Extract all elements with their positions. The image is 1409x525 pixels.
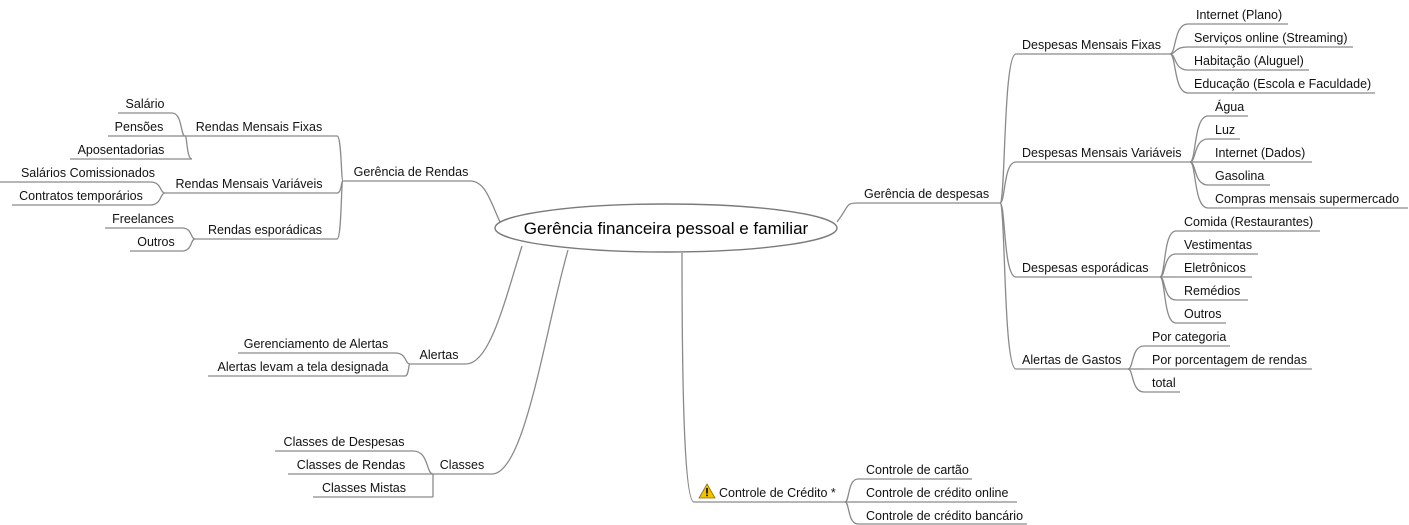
branch-alertas: Alertas Gerenciamento de Alertas Alertas… (218, 337, 459, 374)
topic-vestimentas[interactable]: Vestimentas (1184, 238, 1252, 252)
topic-controle-credito[interactable]: Controle de Crédito * (719, 486, 836, 500)
topic-controle-credito-bancario[interactable]: Controle de crédito bancário (866, 509, 1023, 523)
connector-central-despesas (836, 202, 859, 223)
connector-line (844, 501, 859, 525)
branch-credito: Controle de Crédito * Controle de cartão… (698, 463, 1023, 523)
topic-despesas-fixas[interactable]: Despesas Mensais Fixas (1022, 38, 1161, 52)
topic-alertas-gastos[interactable]: Alertas de Gastos (1022, 353, 1121, 367)
connector-line (1169, 23, 1189, 55)
topic-classes-despesas[interactable]: Classes de Despesas (284, 435, 405, 449)
connector-line (181, 227, 196, 240)
topic-contratos-temporarios[interactable]: Contratos temporários (19, 189, 143, 203)
central-topic-shape[interactable] (494, 203, 838, 253)
connector-central-credito (681, 252, 695, 503)
connector-line (1169, 53, 1189, 94)
connector-line (1189, 161, 1209, 209)
central-topic-label[interactable]: Gerência financeira pessoal e familiar (524, 219, 809, 238)
topic-comida[interactable]: Comida (Restaurantes) (1184, 215, 1313, 229)
topic-controle-cartao[interactable]: Controle de cartão (866, 463, 969, 477)
topic-pensoes[interactable]: Pensões (115, 120, 164, 134)
connector-line (404, 363, 411, 377)
connector-lines (0, 23, 1408, 525)
connector-line (1159, 253, 1177, 278)
topic-educacao[interactable]: Educação (Escola e Faculdade) (1194, 77, 1371, 91)
connector-central-rendas (469, 180, 501, 223)
connector-line (181, 238, 196, 252)
topic-habitacao[interactable]: Habitação (Aluguel) (1194, 54, 1304, 68)
topic-remedios[interactable]: Remédios (1184, 284, 1240, 298)
warning-icon (698, 483, 716, 499)
topic-freelances[interactable]: Freelances (112, 212, 174, 226)
branch-classes: Classes Classes de Despesas Classes de R… (284, 435, 485, 495)
topic-compras-supermercado[interactable]: Compras mensais supermercado (1215, 192, 1399, 206)
topic-internet-plano[interactable]: Internet (Plano) (1196, 8, 1282, 22)
topic-gerenciamento-alertas[interactable]: Gerenciamento de Alertas (244, 337, 389, 351)
topic-total[interactable]: total (1152, 376, 1176, 390)
connector-line (394, 352, 411, 365)
connector-central-alertas (465, 245, 523, 365)
topic-rendas-esporadicas[interactable]: Rendas esporádicas (208, 223, 322, 237)
topic-por-categoria[interactable]: Por categoria (1152, 330, 1226, 344)
connector-line (149, 192, 166, 206)
topic-controle-credito-online[interactable]: Controle de crédito online (866, 486, 1008, 500)
connector-line (999, 53, 1017, 204)
connector-line (149, 181, 166, 194)
connector-line (1127, 345, 1145, 370)
connector-line (412, 450, 434, 475)
topic-classes-rendas[interactable]: Classes de Rendas (297, 458, 405, 472)
topic-internet-dados[interactable]: Internet (Dados) (1215, 146, 1305, 160)
topic-despesas-variaveis[interactable]: Despesas Mensais Variáveis (1022, 146, 1182, 160)
topic-salario[interactable]: Salário (126, 97, 165, 111)
topic-gerencia-despesas[interactable]: Gerência de despesas (864, 187, 989, 201)
topic-servicos-online[interactable]: Serviços online (Streaming) (1194, 31, 1348, 45)
topic-agua[interactable]: Água (1215, 99, 1244, 114)
topic-despesas-esporadicas[interactable]: Despesas esporádicas (1022, 261, 1148, 275)
topic-alertas-tela[interactable]: Alertas levam a tela designada (218, 360, 389, 374)
topic-rendas-variaveis[interactable]: Rendas Mensais Variáveis (175, 177, 322, 191)
topic-classes-mistas[interactable]: Classes Mistas (322, 481, 406, 495)
connector-line (1159, 276, 1177, 324)
connector-line (999, 161, 1017, 204)
topic-luz[interactable]: Luz (1215, 123, 1235, 137)
topic-alertas[interactable]: Alertas (420, 348, 459, 362)
central-topic[interactable]: Gerência financeira pessoal e familiar (494, 203, 838, 253)
connector-line (1127, 368, 1145, 393)
connector-line (336, 135, 344, 182)
topic-outros-despesas[interactable]: Outros (1184, 307, 1222, 321)
topic-outros-rendas[interactable]: Outros (137, 235, 175, 249)
branch-rendas: Gerência de Rendas Rendas Mensais Fixas … (19, 97, 468, 249)
topic-aposentadorias[interactable]: Aposentadorias (78, 143, 165, 157)
topic-gerencia-rendas[interactable]: Gerência de Rendas (354, 165, 469, 179)
topic-eletronicos[interactable]: Eletrônicos (1184, 261, 1246, 275)
connector-central-classes (491, 249, 569, 475)
topic-salarios-comissionados[interactable]: Salários Comissionados (21, 166, 155, 180)
topic-classes[interactable]: Classes (440, 458, 484, 472)
topic-gasolina[interactable]: Gasolina (1215, 169, 1264, 183)
connector-line (184, 135, 193, 160)
topic-por-porcentagem[interactable]: Por porcentagem de rendas (1152, 353, 1307, 367)
branch-despesas: Gerência de despesas Despesas Mensais Fi… (864, 8, 1399, 390)
connector-line (999, 202, 1017, 370)
connector-line (336, 180, 344, 240)
connector-line (1189, 138, 1209, 163)
connector-line (844, 478, 859, 503)
connector-line (171, 112, 186, 137)
topic-rendas-fixas[interactable]: Rendas Mensais Fixas (196, 120, 322, 134)
